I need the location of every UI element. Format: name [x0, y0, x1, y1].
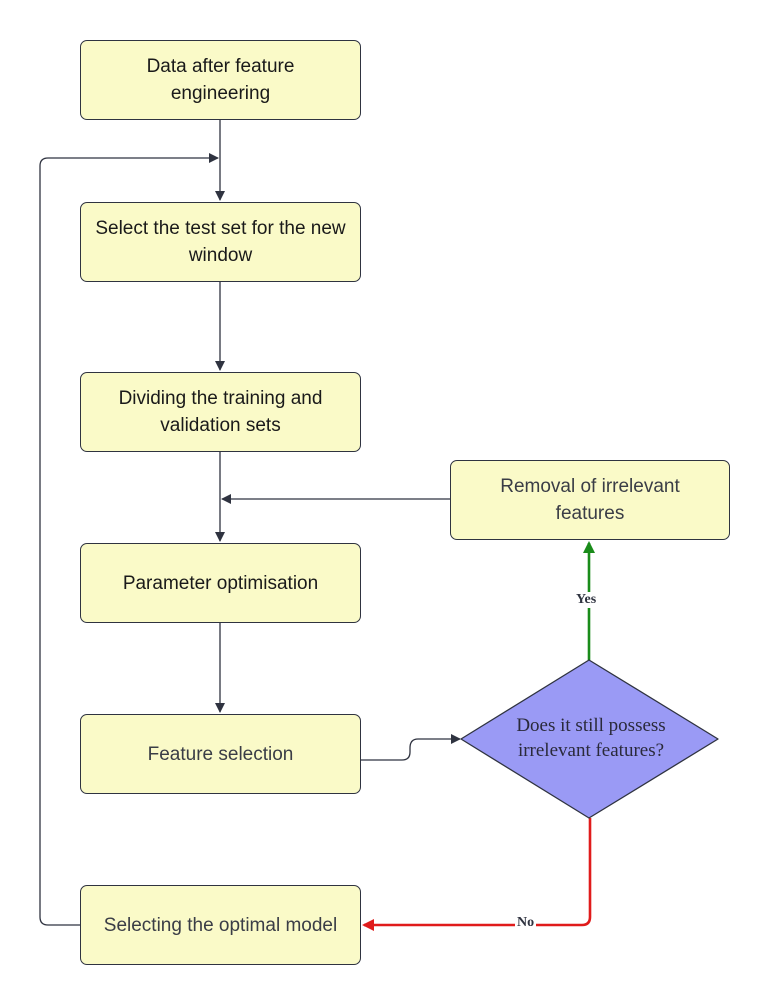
node-selecting-optimal-model-label: Selecting the optimal model: [103, 914, 338, 936]
node-parameter-optimisation: Parameter optimisation: [80, 543, 361, 623]
node-dividing-sets: Dividing the training and validation set…: [80, 372, 361, 452]
node-removal-irrelevant-features-label: Removal of irrelevant features: [500, 476, 680, 524]
decision-label: Does it still possess irrelevant feature…: [516, 715, 666, 761]
node-data-after-feature-engineering: Data after feature engineering: [80, 40, 361, 120]
node-dividing-sets-label: Dividing the training and validation set…: [118, 388, 323, 436]
arrow-loop-back: [39, 153, 219, 926]
node-parameter-optimisation-label: Parameter optimisation: [122, 572, 319, 594]
arrow-no: [362, 818, 592, 931]
node-select-test-set: Select the test set for the new window: [80, 202, 361, 282]
edge-label-no: No: [515, 915, 537, 931]
decision-diamond: [460, 659, 719, 819]
node-feature-selection: Feature selection: [80, 714, 361, 794]
node-data-after-feature-engineering-label: Data after feature engineering: [146, 56, 295, 104]
node-selecting-optimal-model: Selecting the optimal model: [80, 885, 361, 965]
arrow-feature-to-decision: [361, 734, 461, 761]
node-feature-selection-label: Feature selection: [147, 743, 294, 765]
node-select-test-set-label: Select the test set for the new window: [95, 218, 346, 266]
node-removal-irrelevant-features: Removal of irrelevant features: [450, 460, 730, 540]
edge-label-yes: Yes: [574, 592, 599, 608]
